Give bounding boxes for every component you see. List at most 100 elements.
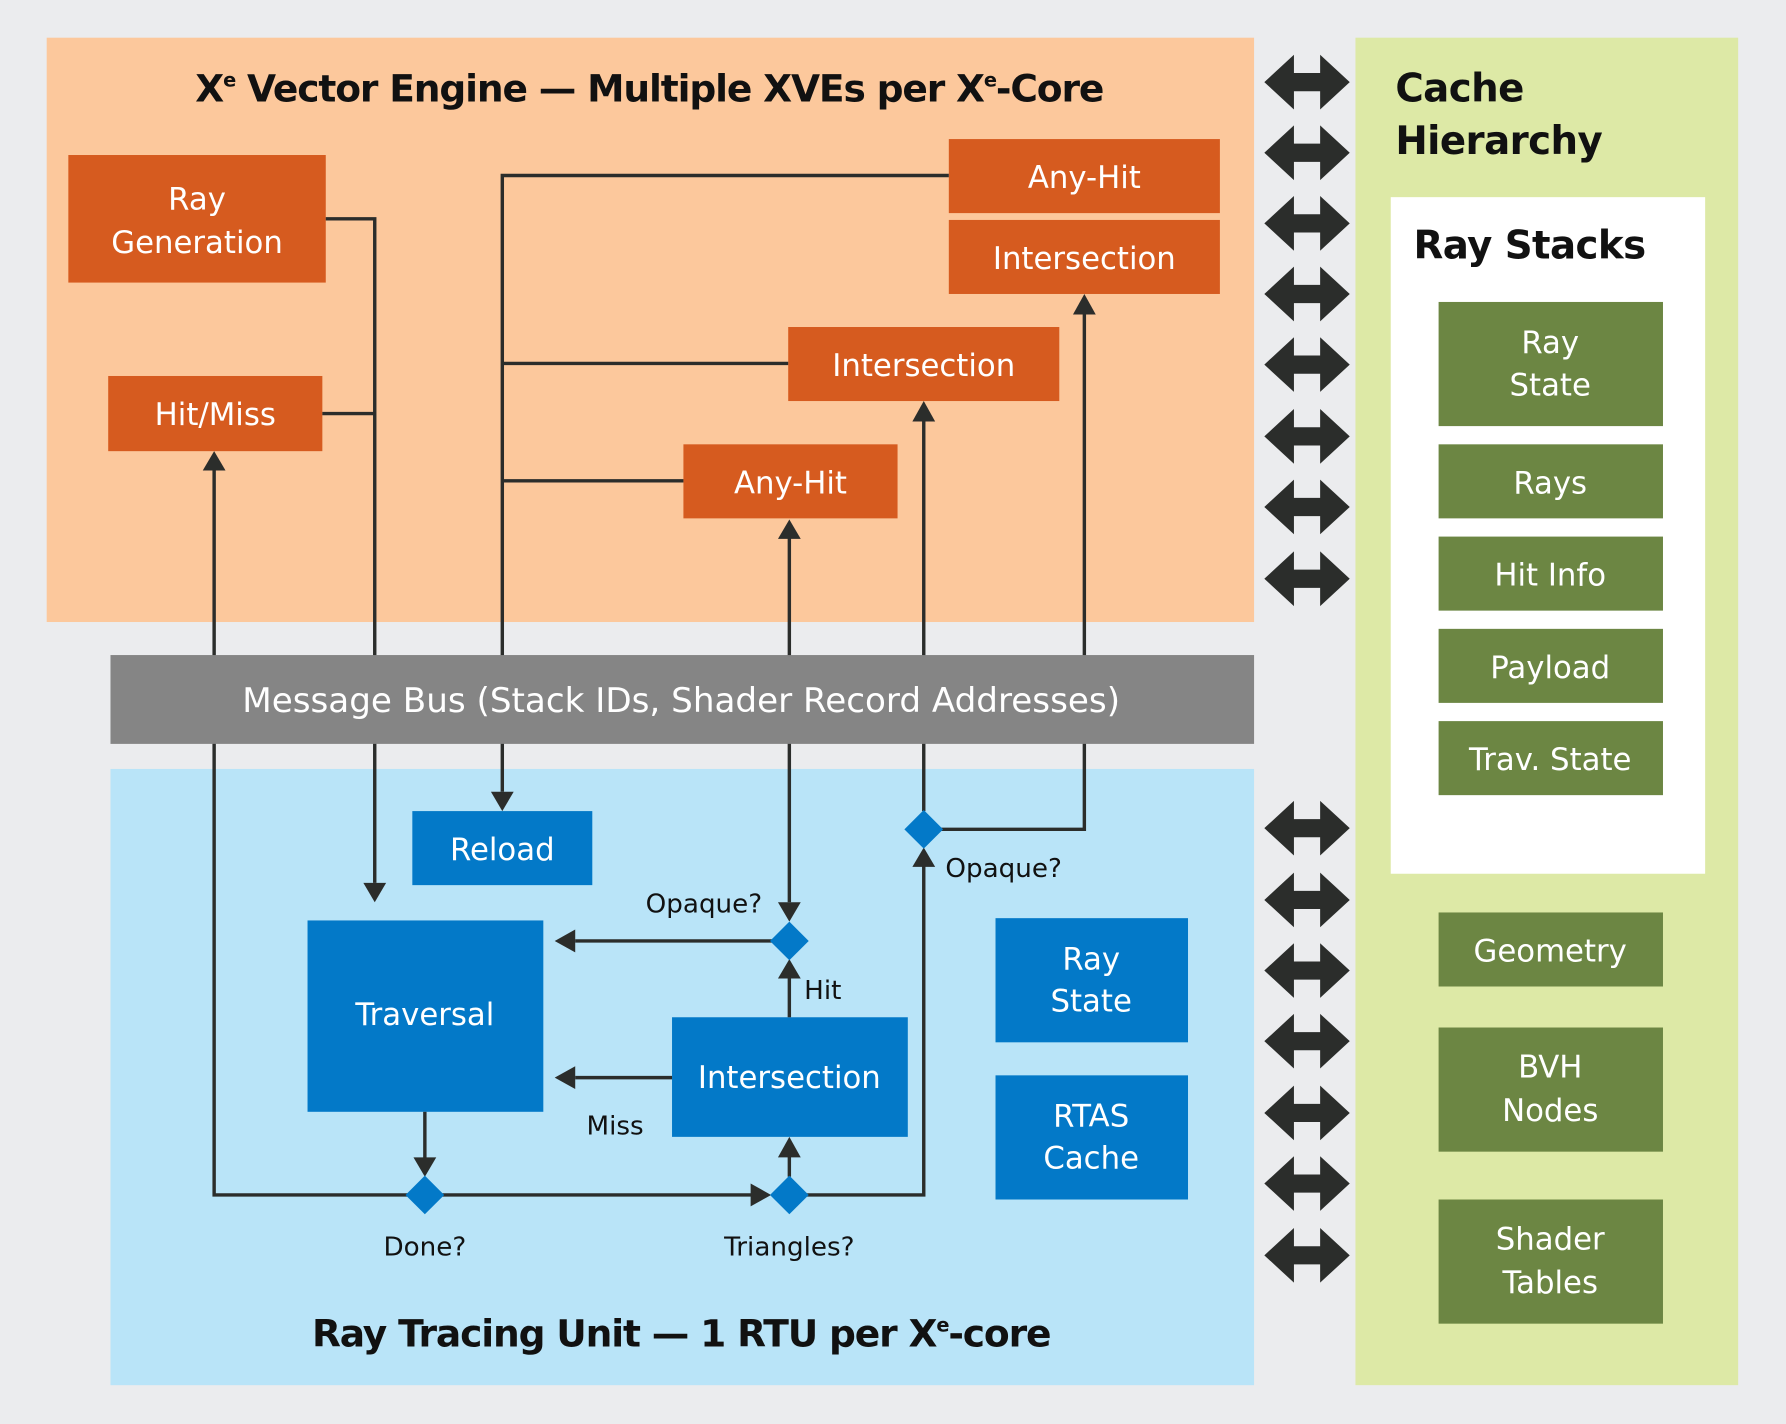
svg-text:Hit Info: Hit Info	[1494, 558, 1606, 594]
cache-item-bvh-nodes[interactable]: BVH Nodes	[1438, 1027, 1663, 1152]
rtu-box-ray-state[interactable]: Ray State	[995, 918, 1189, 1043]
arrowhead-intersection-in	[777, 1136, 801, 1158]
svg-text:Traversal: Traversal	[354, 997, 494, 1033]
bidirectional-arrow-icon	[1264, 1013, 1350, 1069]
svg-text:RTAS: RTAS	[1053, 1099, 1129, 1135]
svg-text:Tables: Tables	[1501, 1265, 1598, 1301]
ray-stack-item-ray-state[interactable]: Ray State	[1438, 301, 1663, 427]
bidirectional-arrow-icon	[1264, 409, 1350, 464]
message-bus[interactable]: Message Bus (Stack IDs, Shader Record Ad…	[110, 655, 1255, 744]
arrowhead-hit	[777, 959, 801, 979]
diamond-done[interactable]	[405, 1175, 445, 1215]
svg-text:Generation: Generation	[111, 225, 283, 261]
xve-box-ray-generation[interactable]: Ray Generation	[68, 155, 326, 283]
bidirectional-arrow-icon	[1264, 800, 1350, 856]
arrowhead-opaque-traversal	[554, 929, 576, 953]
connector-shaders-reload	[500, 173, 949, 792]
svg-text:Intersection: Intersection	[698, 1060, 881, 1096]
decision-diamonds	[405, 809, 944, 1215]
xve-box-any-hit-top[interactable]: Any-Hit	[948, 139, 1220, 214]
svg-text:Ray: Ray	[1521, 325, 1579, 361]
cache-hierarchy-panel: Cache Hierarchy Ray Stacks Ray State Ray…	[1355, 37, 1739, 1386]
cache-title-line2: Hierarchy	[1395, 119, 1602, 164]
arrowhead-miss	[554, 1066, 576, 1090]
arrowhead-hitmiss-in	[202, 451, 226, 471]
rtu-box-reload[interactable]: Reload	[412, 811, 593, 886]
ray-stack-item-trav-state[interactable]: Trav. State	[1438, 721, 1663, 796]
svg-text:Any-Hit: Any-Hit	[734, 465, 847, 501]
bidirectional-arrows	[1264, 54, 1350, 1283]
arrowhead-opaque-right-in	[912, 847, 936, 867]
bidirectional-arrow-icon	[1264, 1085, 1350, 1141]
svg-text:Hit/Miss: Hit/Miss	[155, 397, 276, 433]
svg-text:State: State	[1050, 984, 1131, 1020]
svg-text:Nodes: Nodes	[1502, 1093, 1598, 1129]
arrowhead-triangles-in	[750, 1183, 772, 1207]
bidirectional-arrow-icon	[1264, 479, 1350, 535]
cache-item-shader-tables[interactable]: Shader Tables	[1438, 1199, 1663, 1324]
xve-panel: Xe Vector Engine — Multiple XVEs per Xe-…	[46, 37, 1255, 623]
bidirectional-arrow-icon	[1264, 943, 1350, 998]
svg-text:Any-Hit: Any-Hit	[1028, 160, 1141, 196]
xve-box-intersection-top[interactable]: Intersection	[948, 219, 1220, 294]
label-triangles: Triangles?	[723, 1232, 854, 1262]
svg-text:BVH: BVH	[1518, 1050, 1582, 1086]
message-bus-label: Message Bus (Stack IDs, Shader Record Ad…	[242, 681, 1120, 721]
bidirectional-arrow-icon	[1264, 872, 1350, 928]
cache-item-geometry[interactable]: Geometry	[1438, 912, 1663, 987]
bidirectional-arrow-icon	[1264, 54, 1350, 110]
ray-stack-item-payload[interactable]: Payload	[1438, 628, 1663, 703]
arrowhead-done-in	[413, 1157, 437, 1177]
bidirectional-arrow-icon	[1264, 1156, 1350, 1211]
arrowhead-opaque-left-in	[777, 902, 801, 922]
connectors	[202, 173, 1096, 1207]
diamond-triangles[interactable]	[769, 1175, 809, 1215]
connector-triangles-opaque	[806, 865, 926, 1197]
bidirectional-arrow-icon	[1264, 337, 1350, 392]
xve-title: Xe Vector Engine — Multiple XVEs per Xe-…	[195, 66, 1103, 110]
label-opaque-left: Opaque?	[646, 889, 763, 919]
svg-text:Intersection: Intersection	[832, 348, 1015, 384]
svg-text:Cache: Cache	[1043, 1141, 1139, 1177]
bidirectional-arrow-icon	[1264, 551, 1350, 607]
svg-text:Ray: Ray	[168, 182, 226, 218]
ray-stack-item-rays[interactable]: Rays	[1438, 444, 1663, 519]
svg-text:Intersection: Intersection	[993, 241, 1176, 277]
bidirectional-arrow-icon	[1264, 266, 1350, 322]
rtu-box-intersection[interactable]: Intersection	[672, 1017, 908, 1137]
ray-stack-item-hit-info[interactable]: Hit Info	[1438, 536, 1663, 611]
arrowhead-traversal-in	[363, 882, 387, 903]
bidirectional-arrow-icon	[1264, 1227, 1350, 1283]
svg-text:Ray: Ray	[1062, 941, 1120, 977]
arrowhead-intersection-mid-in	[912, 401, 936, 422]
arrowhead-reload-in	[490, 791, 514, 812]
svg-text:Rays: Rays	[1513, 465, 1587, 501]
svg-text:Geometry: Geometry	[1474, 933, 1627, 969]
svg-text:Shader: Shader	[1496, 1222, 1605, 1258]
xve-box-any-hit-low[interactable]: Any-Hit	[683, 444, 898, 519]
svg-text:State: State	[1510, 367, 1591, 403]
svg-text:Trav. State: Trav. State	[1468, 742, 1632, 778]
rtu-box-traversal[interactable]: Traversal	[307, 920, 544, 1112]
rtu-panel: Reload Traversal Intersection Ray State …	[110, 768, 1255, 1386]
bidirectional-arrow-icon	[1264, 125, 1350, 181]
diamond-opaque-left[interactable]	[769, 921, 809, 961]
connector-intersection-top	[940, 313, 1087, 832]
xve-panel-bg	[46, 37, 1255, 623]
label-miss: Miss	[586, 1112, 643, 1142]
label-hit: Hit	[804, 976, 841, 1006]
diamond-opaque-right[interactable]	[904, 809, 944, 849]
xve-box-intersection-mid[interactable]: Intersection	[788, 327, 1060, 402]
label-opaque-right: Opaque?	[945, 854, 1062, 884]
bidirectional-arrow-icon	[1264, 196, 1350, 251]
rtu-title: Ray Tracing Unit — 1 RTU per Xe-core	[312, 1311, 1050, 1355]
svg-text:Payload: Payload	[1490, 650, 1610, 686]
label-done: Done?	[383, 1232, 466, 1262]
rtu-box-rtas-cache[interactable]: RTAS Cache	[995, 1075, 1189, 1200]
ray-stacks-title: Ray Stacks	[1414, 224, 1646, 269]
cache-title-line1: Cache	[1395, 66, 1523, 111]
xve-box-hit-miss[interactable]: Hit/Miss	[108, 375, 323, 452]
arrowhead-anyhit-low-in	[777, 519, 801, 539]
arrowhead-intersection-top-in	[1072, 293, 1096, 315]
